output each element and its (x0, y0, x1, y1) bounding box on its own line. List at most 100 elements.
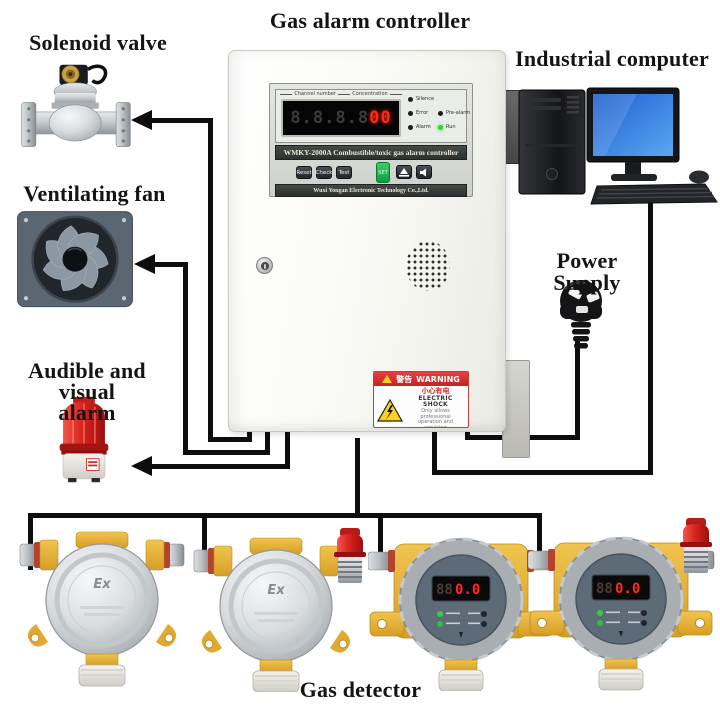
label-gas-detector: Gas detector (299, 677, 422, 702)
coil-cable (86, 64, 108, 85)
warning-note-line2: operation and servicing (417, 419, 453, 427)
wire-solenoid-top (150, 118, 212, 123)
test-button: Test (336, 166, 352, 179)
wire-fan-vertical (183, 262, 188, 455)
run-led-label: Run (446, 124, 456, 130)
keylock-slot (264, 263, 266, 269)
label-audible-line2: alarm (58, 400, 116, 425)
error-led (408, 110, 413, 116)
wire-computer-horizontal (432, 470, 653, 475)
label-audible-visual-alarm: Audible and visual alarm (2, 360, 172, 425)
alarm-led-label: Alarm (416, 124, 431, 130)
wire-detector-bus (28, 513, 542, 518)
channel-number-label: Channel number (294, 91, 336, 97)
plug-strain-relief (571, 322, 591, 349)
wire-drop-detector-2 (202, 513, 207, 570)
concentration-label: Concentration (352, 91, 388, 97)
wire-power-cable (575, 340, 580, 440)
ventilating-fan (17, 211, 133, 308)
mount-bracket-bottom (502, 360, 530, 458)
wire-computer-stub (432, 415, 437, 475)
label-solenoid-valve: Solenoid valve (29, 30, 167, 55)
gas-detector-3 (368, 537, 554, 691)
company-bar: Wuxi Yongan Electronic Technology Co.,Lt… (275, 184, 467, 197)
electric-shock-icon (377, 398, 403, 422)
display-value: 00 (369, 108, 392, 128)
solenoid-valve (21, 64, 131, 147)
speaker-button (416, 165, 432, 179)
silence-led (408, 96, 413, 102)
monitor-screen (593, 94, 673, 156)
electric-shock-text: ELECTRIC SHOCK (418, 394, 453, 409)
industrial-computer (518, 87, 718, 205)
wire-alarm-stub (285, 415, 290, 469)
led-silence: Silence (408, 96, 434, 102)
warning-text-block: 小心有电 ELECTRIC SHOCK Only allows professi… (406, 387, 465, 427)
wire-fan-bottom (183, 450, 270, 455)
pc-tower (518, 89, 586, 195)
fan-screws (23, 218, 127, 301)
pc-power-button (546, 168, 558, 180)
error-led-label: Error (416, 110, 429, 116)
pre-alarm-led-label: Pre-alarm (446, 110, 471, 116)
wire-computer-vertical (648, 198, 653, 475)
warning-note-line1: Only allows professional (420, 407, 451, 420)
arrow-to-solenoid-valve (131, 110, 152, 130)
power-supply-plug (560, 280, 602, 349)
led-run: Run (438, 124, 456, 130)
arrow-to-ventilating-fan (134, 254, 155, 274)
label-industrial-computer: Industrial computer (515, 46, 709, 71)
warning-en: WARNING (416, 374, 460, 384)
gas-detector-1 (18, 528, 186, 688)
left-flange (21, 102, 37, 147)
beacon-label (86, 458, 100, 471)
wire-fan-top (153, 262, 188, 267)
wire-drop-detector-4 (537, 513, 542, 568)
pre-alarm-led (438, 110, 443, 116)
siren-icon (399, 167, 409, 177)
display-header: Channel number Concentration (280, 91, 402, 97)
reset-button: Reset (296, 166, 312, 179)
wire-detector-bus-vertical (355, 438, 360, 518)
warning-sticker-header: 警告 WARNING (374, 372, 468, 386)
wire-drop-detector-1 (28, 513, 33, 570)
gas-detector-2 (192, 528, 366, 692)
warning-cn: 警告 (396, 374, 413, 384)
run-led (438, 124, 443, 130)
beacon-flange (59, 443, 109, 452)
led-pre-alarm: Pre-alarm (438, 110, 470, 116)
led-error: Error (408, 110, 428, 116)
label-power-supply: Power Supply (553, 248, 621, 295)
monitor-stand (625, 162, 641, 174)
buzzer-grille (406, 241, 450, 291)
alarm-led (408, 124, 413, 130)
display-unlit-digits: 8.8.8.8 (290, 108, 370, 128)
wire-alarm-horizontal (151, 464, 290, 469)
check-button: Check (316, 166, 332, 179)
set-button: SET (376, 162, 390, 183)
fan-blades (42, 225, 109, 291)
warning-triangle-icon (382, 375, 393, 383)
wire-solenoid-bottom (208, 437, 252, 442)
cabinet-keylock (256, 257, 273, 274)
wire-fan-stub (265, 415, 270, 455)
wire-drop-detector-3 (378, 513, 383, 570)
warning-sticker: 警告 WARNING 小心有电 ELECTRIC SHOCK Only allo… (373, 371, 469, 428)
monitor-base (611, 174, 657, 181)
audible-visual-alarm (59, 396, 109, 483)
valve-body (48, 104, 102, 142)
arrow-to-audible-alarm (131, 456, 152, 476)
speaker-icon (420, 168, 426, 176)
right-flange (115, 102, 131, 147)
silence-led-label: Silence (416, 96, 435, 102)
wire-solenoid-vertical (208, 118, 213, 442)
led-alarm: Alarm (408, 124, 431, 130)
warning-note-text: Only allows professional operation and s… (406, 407, 465, 427)
gas-detector-4 (528, 518, 716, 692)
label-ventilating-fan: Ventilating fan (23, 181, 166, 206)
